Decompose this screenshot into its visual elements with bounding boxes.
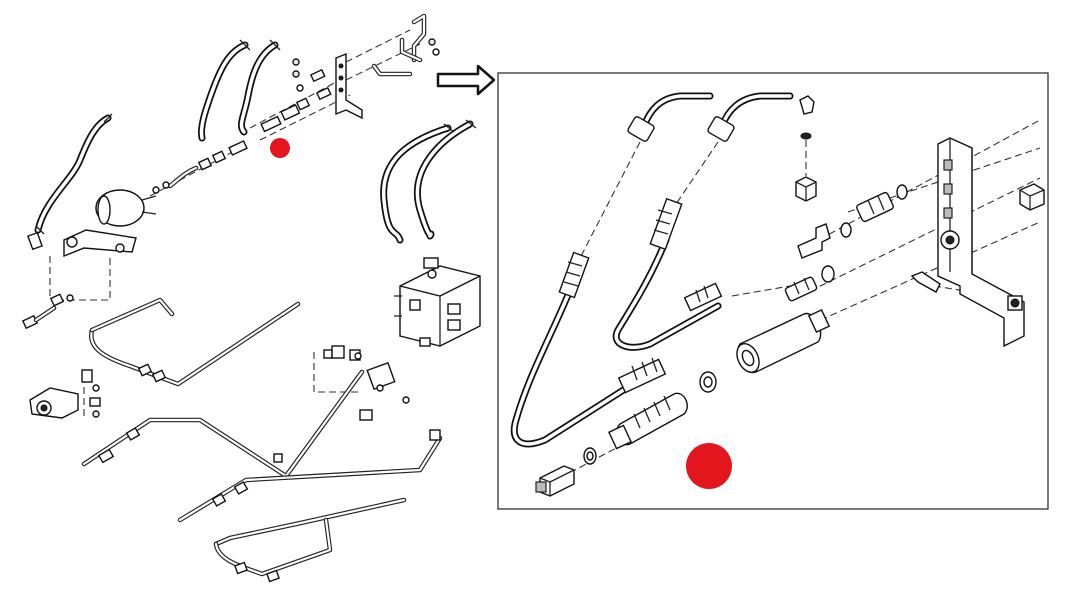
pipe-lower-1 [81,369,365,479]
marker-detail [686,443,732,489]
detail-hose-2 [612,92,794,351]
detail-right-fitting [1019,183,1045,211]
pipes-top-right [371,13,440,77]
accumulator [63,189,157,258]
pipe-lower-2 [177,429,443,583]
detail-view [497,72,1049,510]
pipe-middle [89,297,301,387]
fittings-left [21,293,74,330]
hoses-upper [198,39,351,142]
line-accumulator-filter [149,140,248,197]
detail-bracket [910,137,1025,348]
detail-top-fittings [795,95,817,202]
hose-left [27,113,113,251]
clamps-mid [323,345,410,421]
detail-hose-3 [617,357,667,394]
detail-hose-1 [510,92,714,448]
detail-filter [699,308,831,393]
marker-overview [270,138,290,158]
detail-adapters [784,184,908,302]
right-arrow-icon [436,64,496,96]
detail-fitting-bottom [535,465,575,497]
bracket-small [335,29,421,120]
overview-diagram [21,13,481,583]
clamp-bracket [29,369,101,420]
control-valve [394,257,481,347]
detail-filter-element [583,392,688,465]
hoses-to-valve [380,119,477,244]
